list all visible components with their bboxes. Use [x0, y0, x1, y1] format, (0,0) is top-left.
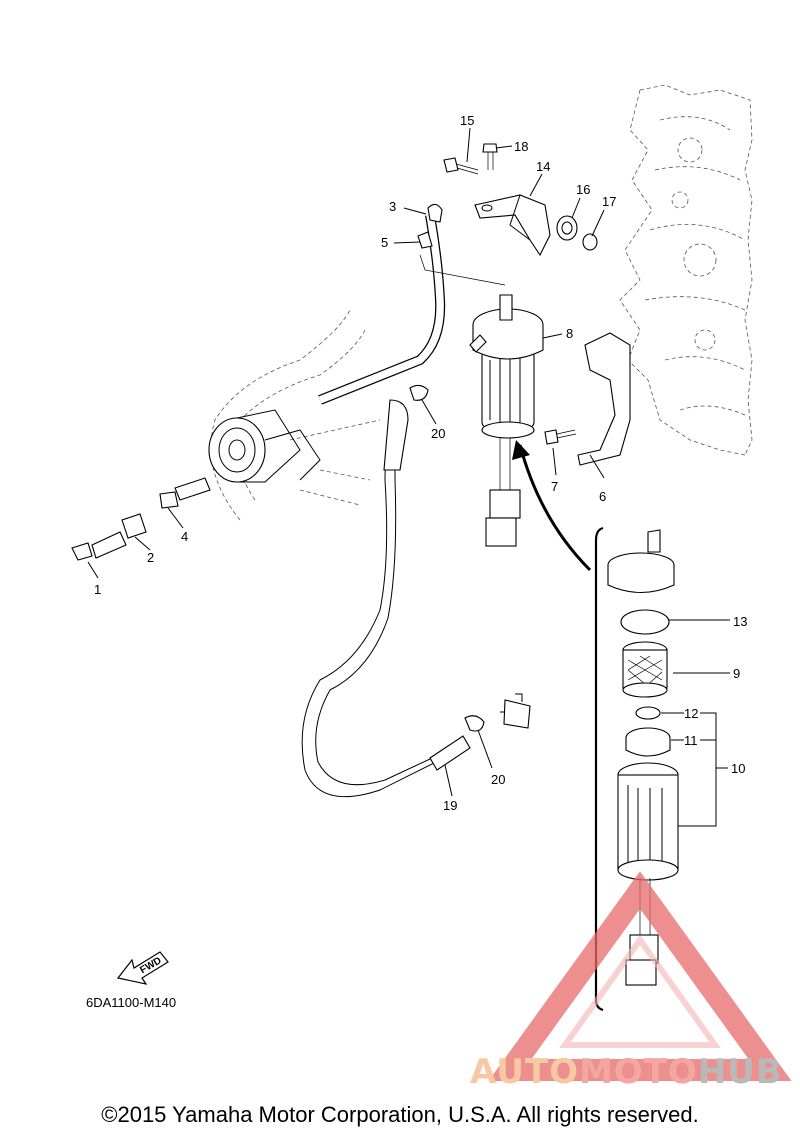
callout-3: 3: [389, 199, 396, 214]
callout-5: 5: [381, 235, 388, 250]
callout-1: 1: [94, 582, 101, 597]
watermark-text: AUTOMOTOHUB: [470, 1052, 783, 1092]
callout-8: 8: [566, 326, 573, 341]
callout-20-lower: 20: [491, 772, 505, 787]
intake-housing: [208, 309, 381, 521]
callout-15: 15: [460, 113, 474, 128]
watermark-auto: AUTO: [470, 1052, 579, 1092]
callout-10: 10: [731, 761, 745, 776]
callout-6: 6: [599, 489, 606, 504]
callout-7: 7: [551, 479, 558, 494]
fuel-filter-assembly: [469, 294, 544, 547]
callout-14: 14: [536, 159, 550, 174]
callout-11: 11: [684, 733, 698, 748]
callout-labels: 1 2 3 4 5 6 7 8 9 10 11 12 13 14 15 16 1…: [94, 113, 747, 813]
watermark-logo-icon: [488, 871, 792, 1081]
callout-16: 16: [576, 182, 590, 197]
filter-exploded-view: [607, 529, 679, 986]
engine-block: [619, 84, 753, 456]
copyright-notice: ©2015 Yamaha Motor Corporation, U.S.A. A…: [101, 1102, 699, 1127]
drawing-code: 6DA1100-M140: [86, 995, 177, 1010]
callout-20-upper: 20: [431, 426, 445, 441]
leader-lines: [87, 127, 730, 827]
fwd-arrow-icon: FWD: [116, 951, 169, 985]
callout-9: 9: [733, 666, 740, 681]
callout-13: 13: [733, 614, 747, 629]
watermark-hub: HUB: [697, 1052, 783, 1092]
callout-18: 18: [514, 139, 528, 154]
callout-4: 4: [181, 529, 188, 544]
callout-17: 17: [602, 194, 616, 209]
callout-2: 2: [147, 550, 154, 565]
watermark-moto: MOTO: [578, 1052, 698, 1092]
callout-12: 12: [684, 706, 698, 721]
callout-19: 19: [443, 798, 457, 813]
